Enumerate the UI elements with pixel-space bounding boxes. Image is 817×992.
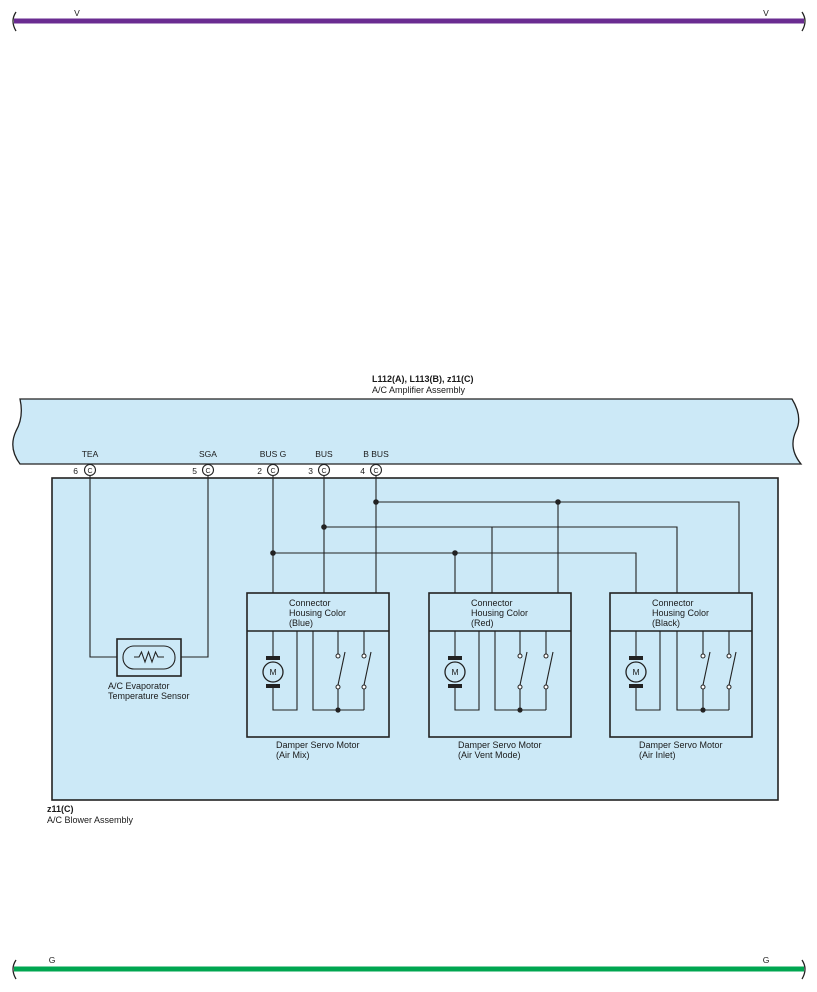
wires <box>89 476 740 658</box>
motor1-name: Damper Servo Motor <box>276 740 360 750</box>
splice-dot <box>270 550 276 556</box>
right-break-mark <box>801 959 806 980</box>
pin-number: 5 <box>192 466 197 476</box>
bottom-bus-right-label: G <box>763 955 770 965</box>
pin-2: 2 C <box>257 463 280 477</box>
wire-tea <box>89 476 117 658</box>
amplifier-name: A/C Amplifier Assembly <box>372 385 466 395</box>
amplifier-assembly <box>12 398 803 465</box>
wire-bus-branch <box>324 526 678 593</box>
connector-letter: C <box>373 468 378 475</box>
pin-5: 5 C <box>192 463 215 477</box>
wire-bus-g-branch <box>273 552 637 593</box>
terminal-bus-g: BUS G <box>260 449 286 459</box>
thermistor-icon <box>134 650 164 664</box>
switch-icon <box>702 651 711 686</box>
wire-sga <box>181 476 209 658</box>
motor1-sub: (Air Mix) <box>276 750 310 760</box>
sensor-label-line1: A/C Evaporator <box>108 681 170 691</box>
switch-icon <box>728 651 737 686</box>
motor3-name: Damper Servo Motor <box>639 740 723 750</box>
pin-number: 3 <box>308 466 313 476</box>
motor3-sub: (Air Inlet) <box>639 750 676 760</box>
motor-symbol: M <box>269 667 276 677</box>
housing-line1: Connector <box>289 598 331 608</box>
evaporator-temperature-sensor <box>116 638 182 677</box>
top-bus-right-label: V <box>763 8 769 18</box>
motor-icon <box>444 661 466 683</box>
terminal-tea: TEA <box>82 449 99 459</box>
housing-line2: Housing Color <box>289 608 346 618</box>
blower-connector: z11(C) <box>47 804 74 814</box>
pin-number: 4 <box>360 466 365 476</box>
housing-color: (Blue) <box>289 618 313 628</box>
splice-dot <box>555 499 561 505</box>
pin-4: 4 C <box>360 463 383 477</box>
switch-icon <box>363 651 372 686</box>
terminal-b-bus: B BUS <box>363 449 389 459</box>
left-break-mark <box>12 959 17 980</box>
top-bus: V V <box>12 8 806 32</box>
pin-number: 6 <box>73 466 78 476</box>
connector-letter: C <box>270 468 275 475</box>
right-break-mark <box>801 11 806 32</box>
housing-line1: Connector <box>471 598 513 608</box>
motor-icon <box>625 661 647 683</box>
housing-line2: Housing Color <box>471 608 528 618</box>
sensor-label-line2: Temperature Sensor <box>108 691 190 701</box>
housing-color: (Black) <box>652 618 680 628</box>
housing-line1: Connector <box>652 598 694 608</box>
pin-number: 2 <box>257 466 262 476</box>
damper-servo-motor-air-mix: Connector Housing Color (Blue) M <box>246 592 390 738</box>
motor-symbol: M <box>451 667 458 677</box>
switch-icon <box>545 651 554 686</box>
motor2-name: Damper Servo Motor <box>458 740 542 750</box>
splice-dot <box>452 550 458 556</box>
connector-letter: C <box>87 468 92 475</box>
pin-3: 3 C <box>308 463 331 477</box>
motor-symbol: M <box>632 667 639 677</box>
top-bus-left-label: V <box>74 8 80 18</box>
housing-color: (Red) <box>471 618 494 628</box>
connector-letter: C <box>321 468 326 475</box>
amplifier-connectors: L112(A), L113(B), z11(C) <box>372 374 474 384</box>
bottom-bus-left-label: G <box>49 955 56 965</box>
switch-icon <box>519 651 528 686</box>
splice-dot <box>321 524 327 530</box>
terminal-sga: SGA <box>199 449 217 459</box>
switch-icon <box>337 651 346 686</box>
damper-servo-motor-air-inlet: Connector Housing Color (Black) M <box>609 592 753 738</box>
wire-b-bus-branch <box>376 501 740 593</box>
blower-name: A/C Blower Assembly <box>47 815 134 825</box>
terminal-bus: BUS <box>315 449 333 459</box>
connector-letter: C <box>205 468 210 475</box>
left-break-mark <box>12 11 17 32</box>
pin-6: 6 C <box>73 463 97 477</box>
damper-servo-motor-air-vent-mode: Connector Housing Color (Red) M <box>428 592 572 738</box>
bottom-bus: G G <box>12 955 806 980</box>
motor2-sub: (Air Vent Mode) <box>458 750 521 760</box>
splice-dot <box>373 499 379 505</box>
motor-icon <box>262 661 284 683</box>
housing-line2: Housing Color <box>652 608 709 618</box>
